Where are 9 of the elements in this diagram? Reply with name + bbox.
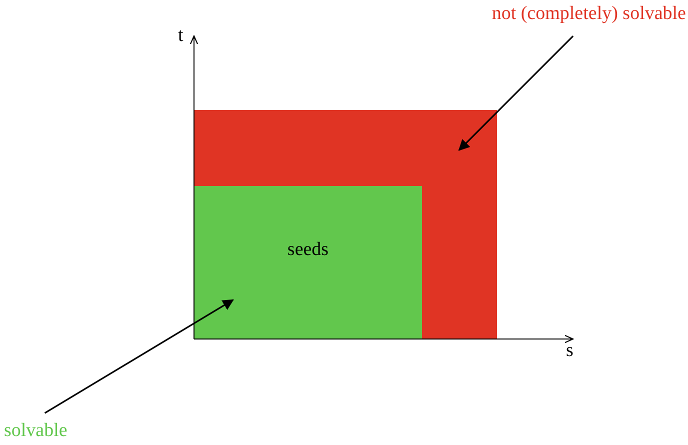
axis-label: t — [178, 25, 184, 47]
leader-line — [458, 35, 574, 151]
axis-label: s — [566, 340, 574, 362]
callout-label: solvable — [4, 420, 84, 444]
region-label: seeds — [286, 238, 330, 260]
region-rect — [194, 186, 422, 339]
callout-label: not (completely) solvable — [456, 3, 686, 29]
region-rect — [194, 110, 497, 339]
leader-line — [44, 299, 234, 414]
